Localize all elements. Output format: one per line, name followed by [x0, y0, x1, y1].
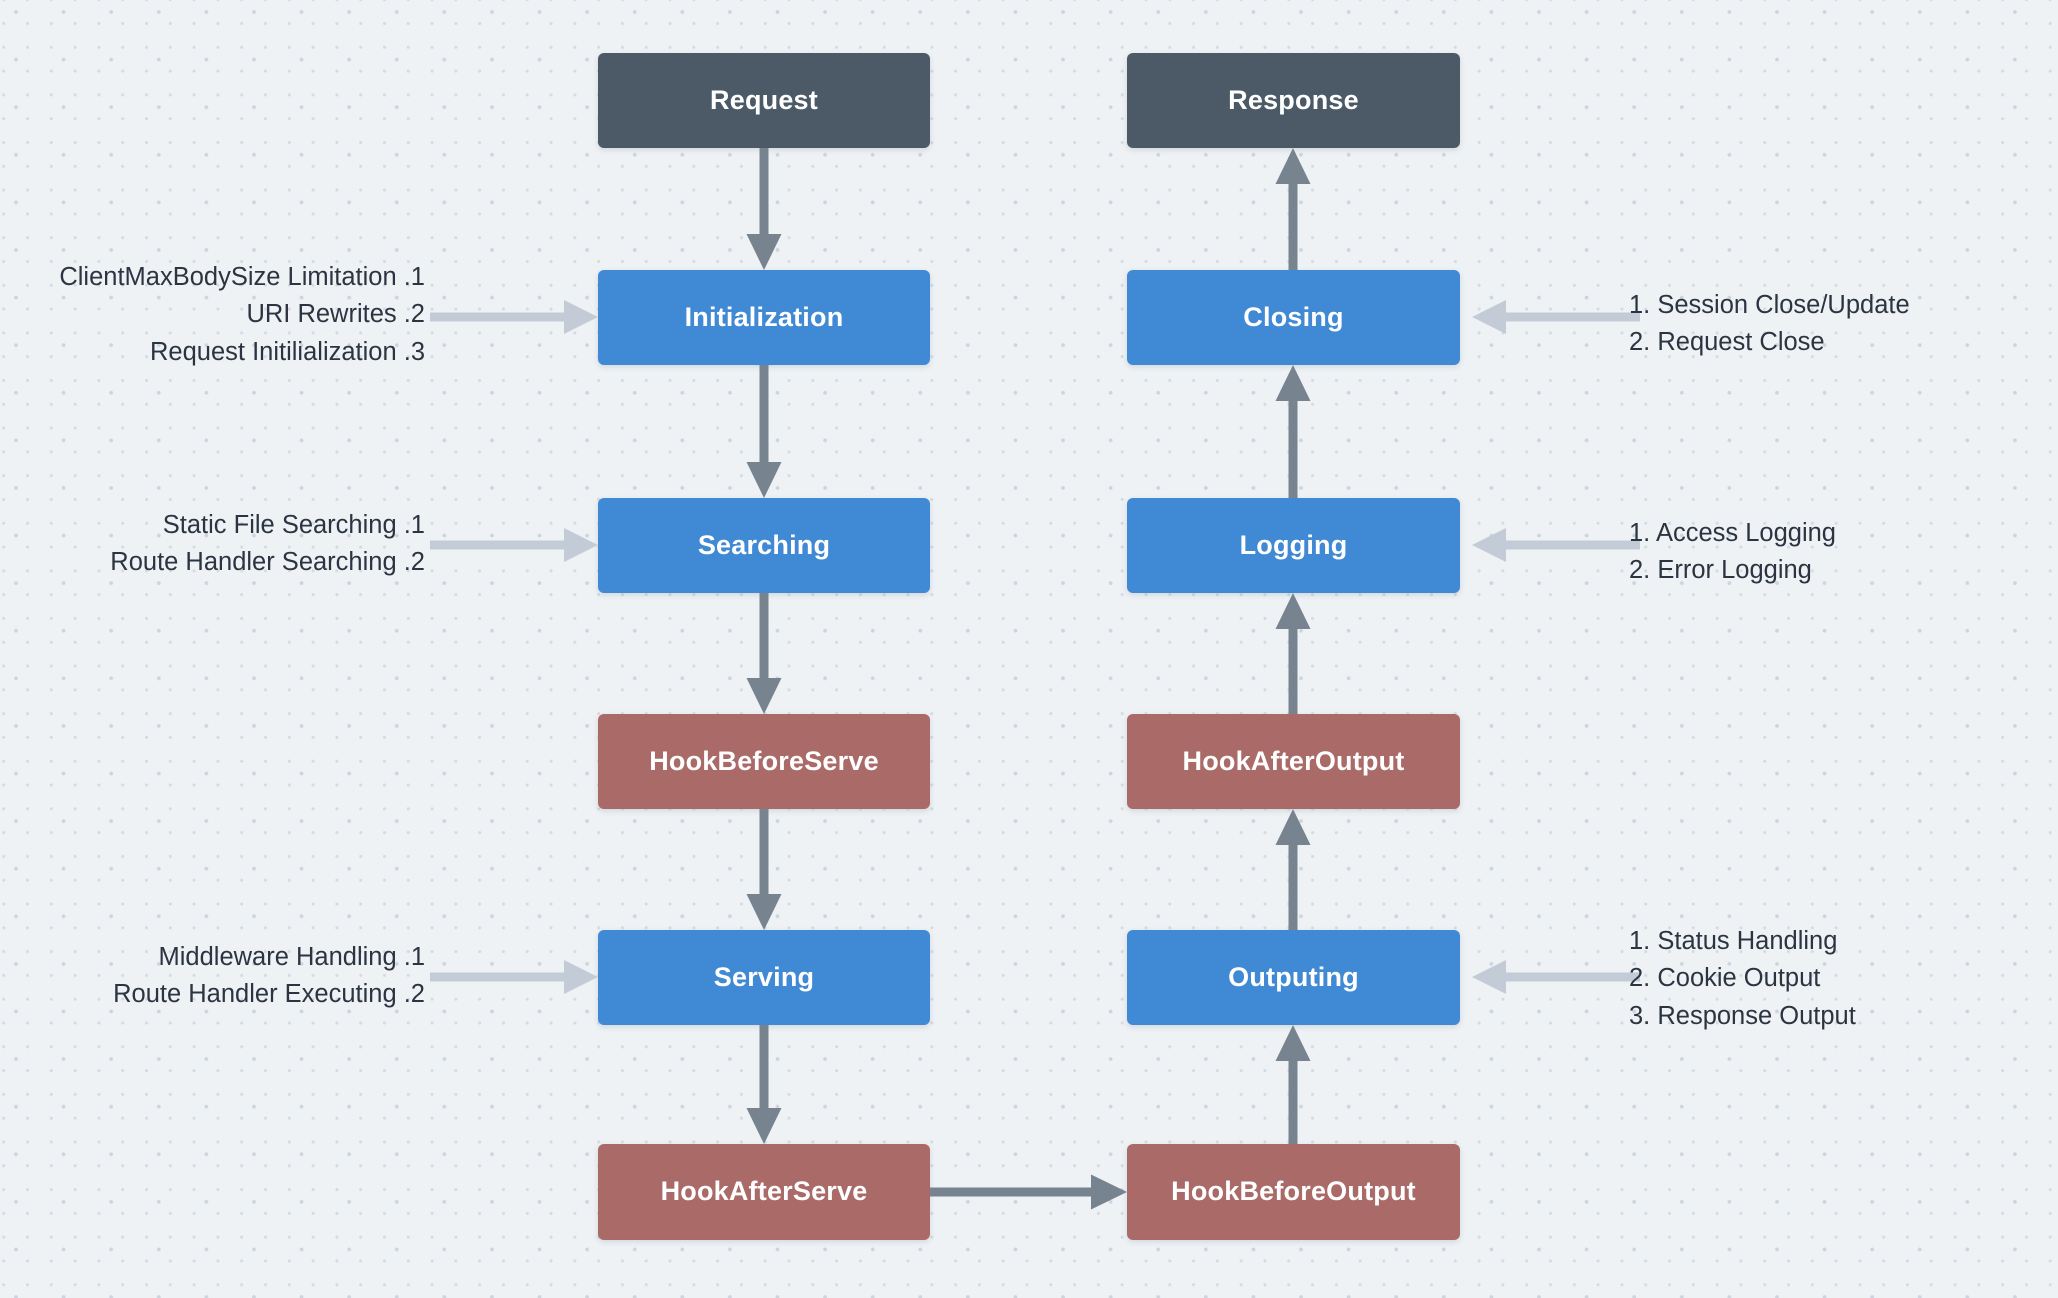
node-request[interactable]: Request — [598, 53, 930, 148]
flow-arrow-hook-after-serve-to-hook-before-output — [930, 1174, 1127, 1210]
node-hook-after-serve[interactable]: HookAfterServe — [598, 1144, 930, 1240]
annotation-label-closing: 1. Session Close/Update 2. Request Close — [1629, 286, 2049, 361]
annotation-line: Route Handler Executing .2 — [113, 980, 425, 1009]
annotation-line: 2. Cookie Output — [1629, 964, 1821, 993]
flow-arrow-searching-to-hook-before-serve — [746, 593, 782, 714]
annotation-arrow-searching — [430, 528, 598, 562]
node-closing[interactable]: Closing — [1127, 270, 1460, 365]
annotation-line: Static File Searching .1 — [162, 510, 425, 539]
annotation-line: 2. Request Close — [1629, 328, 1825, 357]
node-response[interactable]: Response — [1127, 53, 1460, 148]
annotation-label-initialization: ClientMaxBodySize Limitation .1 URI Rewr… — [0, 258, 425, 371]
flow-arrow-logging-to-closing — [1275, 365, 1311, 498]
node-serving[interactable]: Serving — [598, 930, 930, 1025]
annotation-line: Request Initilialization .3 — [150, 337, 425, 366]
annotation-arrow-outputing — [1472, 960, 1640, 994]
annotation-line: ClientMaxBodySize Limitation .1 — [59, 262, 425, 291]
flow-arrow-closing-to-response — [1275, 148, 1311, 270]
node-logging[interactable]: Logging — [1127, 498, 1460, 593]
node-searching[interactable]: Searching — [598, 498, 930, 593]
node-hook-after-output[interactable]: HookAfterOutput — [1127, 714, 1460, 809]
flow-arrow-serving-to-hook-after-serve — [746, 1025, 782, 1144]
flow-arrow-hook-before-output-to-outputing — [1275, 1025, 1311, 1144]
annotation-arrow-closing — [1472, 300, 1640, 334]
flow-arrow-initialization-to-searching — [746, 365, 782, 498]
flow-arrow-hook-before-serve-to-serving — [746, 809, 782, 930]
annotation-line: 3. Response Output — [1629, 1001, 1856, 1030]
annotation-line: Route Handler Searching .2 — [110, 548, 425, 577]
annotation-line: 1. Access Logging — [1629, 518, 1836, 547]
node-hook-before-serve[interactable]: HookBeforeServe — [598, 714, 930, 809]
annotation-label-logging: 1. Access Logging 2. Error Logging — [1629, 514, 2049, 589]
node-outputing[interactable]: Outputing — [1127, 930, 1460, 1025]
node-initialization[interactable]: Initialization — [598, 270, 930, 365]
node-hook-before-output[interactable]: HookBeforeOutput — [1127, 1144, 1460, 1240]
annotation-arrow-initialization — [430, 300, 598, 334]
annotation-line: 1. Session Close/Update — [1629, 290, 1910, 319]
annotation-label-serving: Middleware Handling .1 Route Handler Exe… — [0, 938, 425, 1013]
annotation-line: 2. Error Logging — [1629, 556, 1812, 585]
annotation-arrow-serving — [430, 960, 598, 994]
flow-arrow-hook-after-output-to-logging — [1275, 593, 1311, 714]
flow-arrow-request-to-initialization — [746, 148, 782, 270]
annotation-line: 1. Status Handling — [1629, 926, 1838, 955]
annotation-line: Middleware Handling .1 — [158, 942, 425, 971]
annotation-label-outputing: 1. Status Handling 2. Cookie Output 3. R… — [1629, 922, 2049, 1035]
annotation-line: URI Rewrites .2 — [246, 300, 425, 329]
flow-arrow-outputing-to-hook-after-output — [1275, 809, 1311, 930]
annotation-arrow-logging — [1472, 528, 1640, 562]
annotation-label-searching: Static File Searching .1 Route Handler S… — [0, 506, 425, 581]
